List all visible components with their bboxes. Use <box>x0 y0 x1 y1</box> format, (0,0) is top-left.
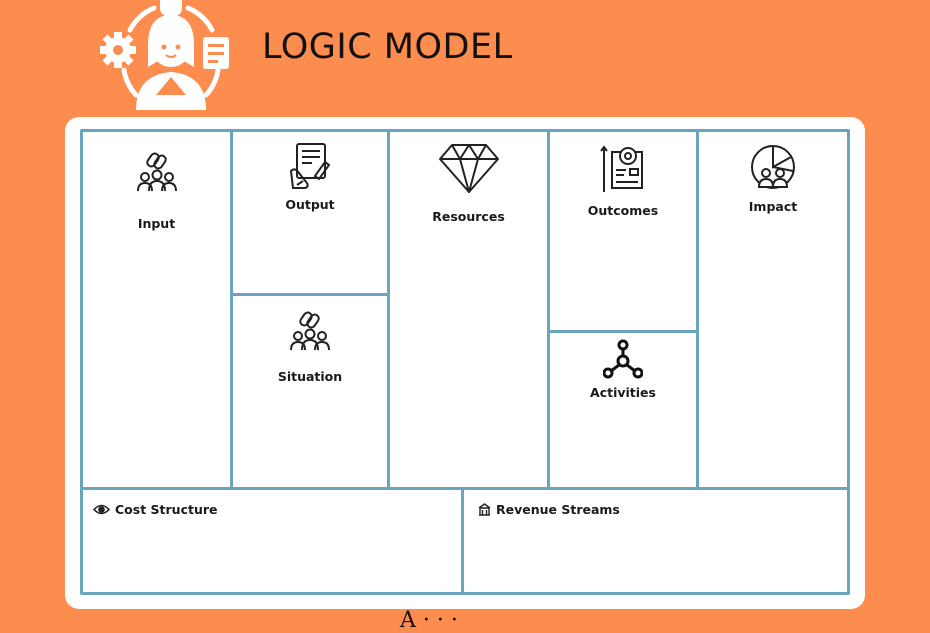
document-pen-icon <box>289 143 331 189</box>
impact-cell: Impact <box>696 129 850 490</box>
activities-cell: Activities <box>547 330 699 490</box>
diamond-icon <box>438 144 499 193</box>
page-title: LOGIC MODEL <box>262 27 513 67</box>
outcomes-cell: Outcomes <box>547 129 699 335</box>
activities-label: Activities <box>590 385 656 400</box>
output-label: Output <box>285 197 335 212</box>
cost-structure-cell: Cost Structure <box>80 487 464 595</box>
logic-model-board: Input Output Situation <box>65 117 865 609</box>
network-nodes-icon <box>603 339 643 379</box>
resources-label: Resources <box>432 209 505 224</box>
revenue-streams-header: Revenue Streams <box>478 502 620 517</box>
footer-text: A · · · <box>400 608 458 633</box>
resources-cell: Resources <box>387 129 550 490</box>
building-icon <box>478 503 491 516</box>
situation-cell: Situation <box>230 293 390 490</box>
input-cell: Input <box>80 129 233 490</box>
output-cell: Output <box>230 129 390 298</box>
coin-eye-icon <box>93 504 110 515</box>
chain-people-icon <box>136 152 177 192</box>
cost-structure-header: Cost Structure <box>93 502 218 517</box>
revenue-streams-label: Revenue Streams <box>496 502 620 517</box>
cost-structure-label: Cost Structure <box>115 502 218 517</box>
outcomes-label: Outcomes <box>587 203 659 218</box>
pie-people-icon <box>751 145 795 189</box>
input-label: Input <box>137 216 176 231</box>
revenue-streams-cell: Revenue Streams <box>461 487 850 595</box>
logic-person-icon <box>100 0 229 110</box>
impact-label: Impact <box>748 199 798 214</box>
situation-label: Situation <box>277 369 343 384</box>
growth-board-icon <box>600 145 643 192</box>
chain-people-icon <box>290 311 330 351</box>
